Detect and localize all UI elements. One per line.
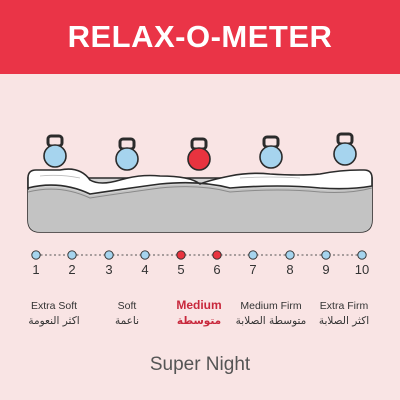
kettlebell-icon (333, 132, 357, 166)
scale-dot (104, 250, 114, 260)
scale-number: 1 (32, 262, 40, 277)
scale-dot (176, 250, 186, 260)
scale-dot (212, 250, 222, 260)
scale-number: 2 (68, 262, 76, 277)
scale-dot (321, 250, 331, 260)
brand-name: Super Night (149, 354, 251, 375)
firmness-level: Extra Firm اكثر الصلابة (299, 300, 389, 327)
scale-dot (67, 250, 77, 260)
kettlebell-icon-active (187, 137, 211, 171)
level-label-ar: اكثر الصلابة (318, 315, 370, 327)
scale-dot (357, 250, 367, 260)
scale-number: 9 (322, 262, 330, 277)
mattress-core (28, 184, 372, 232)
level-label-ar: اكثر النعومة (28, 315, 80, 327)
header-banner: RELAX-O-METER (0, 0, 400, 74)
level-label-ar: ناعمة (114, 315, 140, 327)
level-label-en: Extra Firm (319, 300, 369, 312)
scale-number: 8 (286, 262, 294, 277)
scale-dot (31, 250, 41, 260)
scale-dot (285, 250, 295, 260)
level-label-en: Medium Firm (240, 300, 302, 312)
firmness-scale (31, 250, 367, 260)
level-label-en: Extra Soft (30, 300, 78, 312)
scale-number: 4 (141, 262, 149, 277)
firmness-level: Extra Soft اكثر النعومة (9, 300, 99, 327)
scale-number: 6 (213, 262, 221, 277)
scale-number: 10 (354, 262, 370, 277)
firmness-level: Medium متوسطة (154, 298, 244, 327)
level-label-ar: متوسطة الصلابة (235, 315, 307, 327)
level-label-ar: متوسطة (176, 315, 222, 327)
scale-dot (248, 250, 258, 260)
scale-dot (140, 250, 150, 260)
scale-number: 3 (105, 262, 113, 277)
kettlebell-icon (115, 137, 139, 171)
firmness-level: Soft ناعمة (82, 300, 172, 327)
level-label-en: Soft (117, 300, 137, 312)
scale-number: 5 (177, 262, 185, 277)
kettlebell-icon (43, 134, 67, 168)
mattress-top (27, 168, 373, 195)
mattress-illustration (27, 132, 373, 233)
scale-number: 7 (249, 262, 257, 277)
firmness-level: Medium Firm متوسطة الصلابة (226, 300, 316, 327)
level-label-en: Medium (176, 298, 222, 312)
kettlebell-icon (259, 135, 283, 169)
page-title: RELAX-O-METER (67, 19, 333, 54)
